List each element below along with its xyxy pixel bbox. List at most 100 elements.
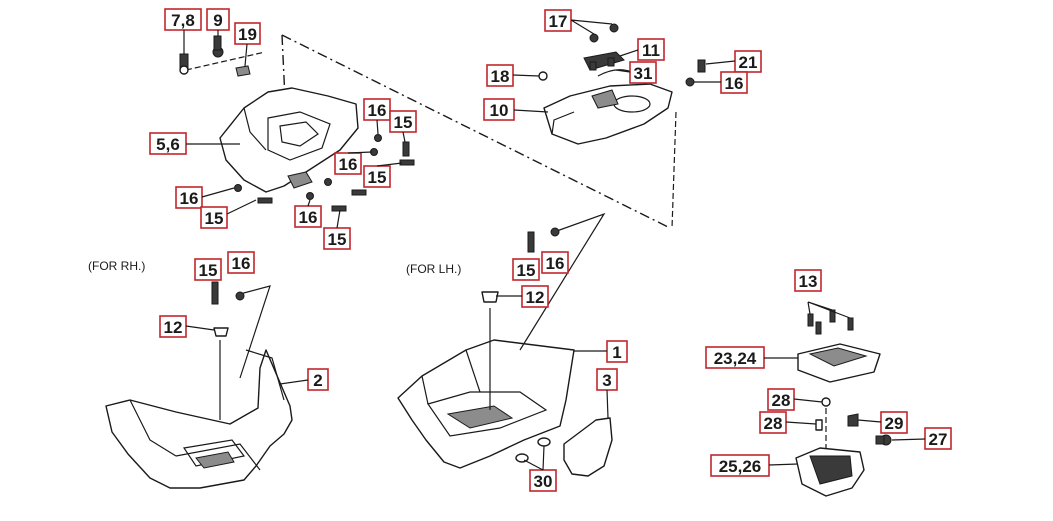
callout-15-c: 15 [200,206,228,229]
top-cover-10 [543,83,673,145]
svg-text:18: 18 [491,67,510,86]
svg-text:9: 9 [213,11,222,30]
svg-text:16: 16 [232,254,251,273]
callout-1: 1 [606,340,628,363]
callout-7-8: 7,8 [164,8,202,31]
svg-text:15: 15 [368,168,387,187]
callout-16-rh: 16 [227,251,255,274]
assembly-guide-line-right [671,111,677,229]
screw-9 [212,35,224,58]
callout-16-d: 16 [294,205,322,228]
rh-leader-line-2 [239,285,271,379]
note-for-rh: (FOR RH.) [88,259,145,273]
svg-text:17: 17 [549,12,568,31]
callout-5-6: 5,6 [149,132,187,155]
callout-15-d: 15 [323,227,351,250]
note-for-lh: (FOR LH.) [406,262,461,276]
callout-16-lh: 16 [541,251,569,274]
callout-15-rh: 15 [194,258,222,281]
side-cover-3 [563,417,613,477]
svg-text:12: 12 [164,318,183,337]
callout-13: 13 [794,269,822,292]
callout-12-rh: 12 [159,315,187,338]
callout-leaders [183,19,926,471]
svg-text:29: 29 [885,414,904,433]
svg-text:1: 1 [612,343,621,362]
callout-12-lh: 12 [521,285,549,308]
bracket-11 [583,51,625,71]
svg-text:16: 16 [725,74,744,93]
svg-text:30: 30 [534,472,553,491]
callout-16-top-right: 16 [720,71,748,94]
callout-16-b: 16 [334,152,362,175]
assembly-guide-line-left [185,51,266,71]
bolt-7-8 [179,53,189,75]
svg-text:27: 27 [929,430,948,449]
clip-19 [235,65,251,77]
lid-leader-lines [807,301,851,319]
callout-15-lh: 15 [512,258,540,281]
svg-text:10: 10 [490,101,509,120]
rubber-31 [597,69,633,77]
screws-13 [807,309,854,335]
svg-text:23,24: 23,24 [714,349,757,368]
svg-text:3: 3 [602,371,611,390]
callout-29: 29 [880,411,908,434]
svg-text:15: 15 [205,209,224,228]
svg-text:15: 15 [394,113,413,132]
toolbox-lid-23-24 [797,343,881,383]
screw-18 [538,71,548,81]
callout-28-b: 28 [759,411,787,434]
callout-2: 2 [307,368,329,391]
callout-15-a: 15 [389,110,417,133]
callout-28-a: 28 [767,388,795,411]
callout-18: 18 [486,64,514,87]
svg-text:11: 11 [642,41,660,60]
svg-text:16: 16 [546,254,565,273]
callout-27: 27 [924,427,952,450]
callout-10: 10 [483,98,515,121]
callout-15-b: 15 [363,165,391,188]
callout-3: 3 [596,368,618,391]
svg-text:19: 19 [238,25,257,44]
svg-text:5,6: 5,6 [156,135,180,154]
callout-31: 31 [629,61,657,84]
svg-text:31: 31 [634,64,653,83]
svg-text:13: 13 [799,272,818,291]
svg-text:21: 21 [739,53,758,72]
callout-17: 17 [544,9,572,32]
assembly-guide-line-lower [281,34,287,121]
callout-30: 30 [529,469,557,492]
svg-text:16: 16 [368,101,387,120]
lh-floor-panel-1 [397,339,575,469]
screws-17 [589,23,619,43]
front-fender-panel [219,87,359,193]
callout-21: 21 [734,50,762,73]
lh-fasteners [481,227,560,463]
callout-25-26: 25,26 [710,454,770,477]
svg-text:16: 16 [299,208,318,227]
assembly-guide-line-upper [281,34,671,229]
svg-text:2: 2 [313,371,322,390]
callout-19: 19 [234,22,261,45]
svg-text:16: 16 [180,189,199,208]
toolbox-small-parts [815,397,892,446]
svg-text:15: 15 [328,230,347,249]
callout-11: 11 [637,38,665,61]
rh-fasteners [211,281,245,337]
rh-floor-panel-2 [105,349,293,489]
svg-text:16: 16 [339,155,358,174]
svg-text:7,8: 7,8 [171,11,195,30]
callout-16-c: 16 [175,186,203,209]
svg-text:12: 12 [526,288,545,307]
svg-text:28: 28 [772,391,791,410]
svg-text:25,26: 25,26 [719,457,762,476]
callout-9: 9 [206,8,230,31]
callout-16-a: 16 [363,98,391,121]
bolt-21 [685,59,706,87]
toolbox-25-26 [795,447,865,497]
svg-text:15: 15 [517,261,536,280]
fender-bolts [234,134,415,212]
callout-23-24: 23,24 [705,346,765,369]
